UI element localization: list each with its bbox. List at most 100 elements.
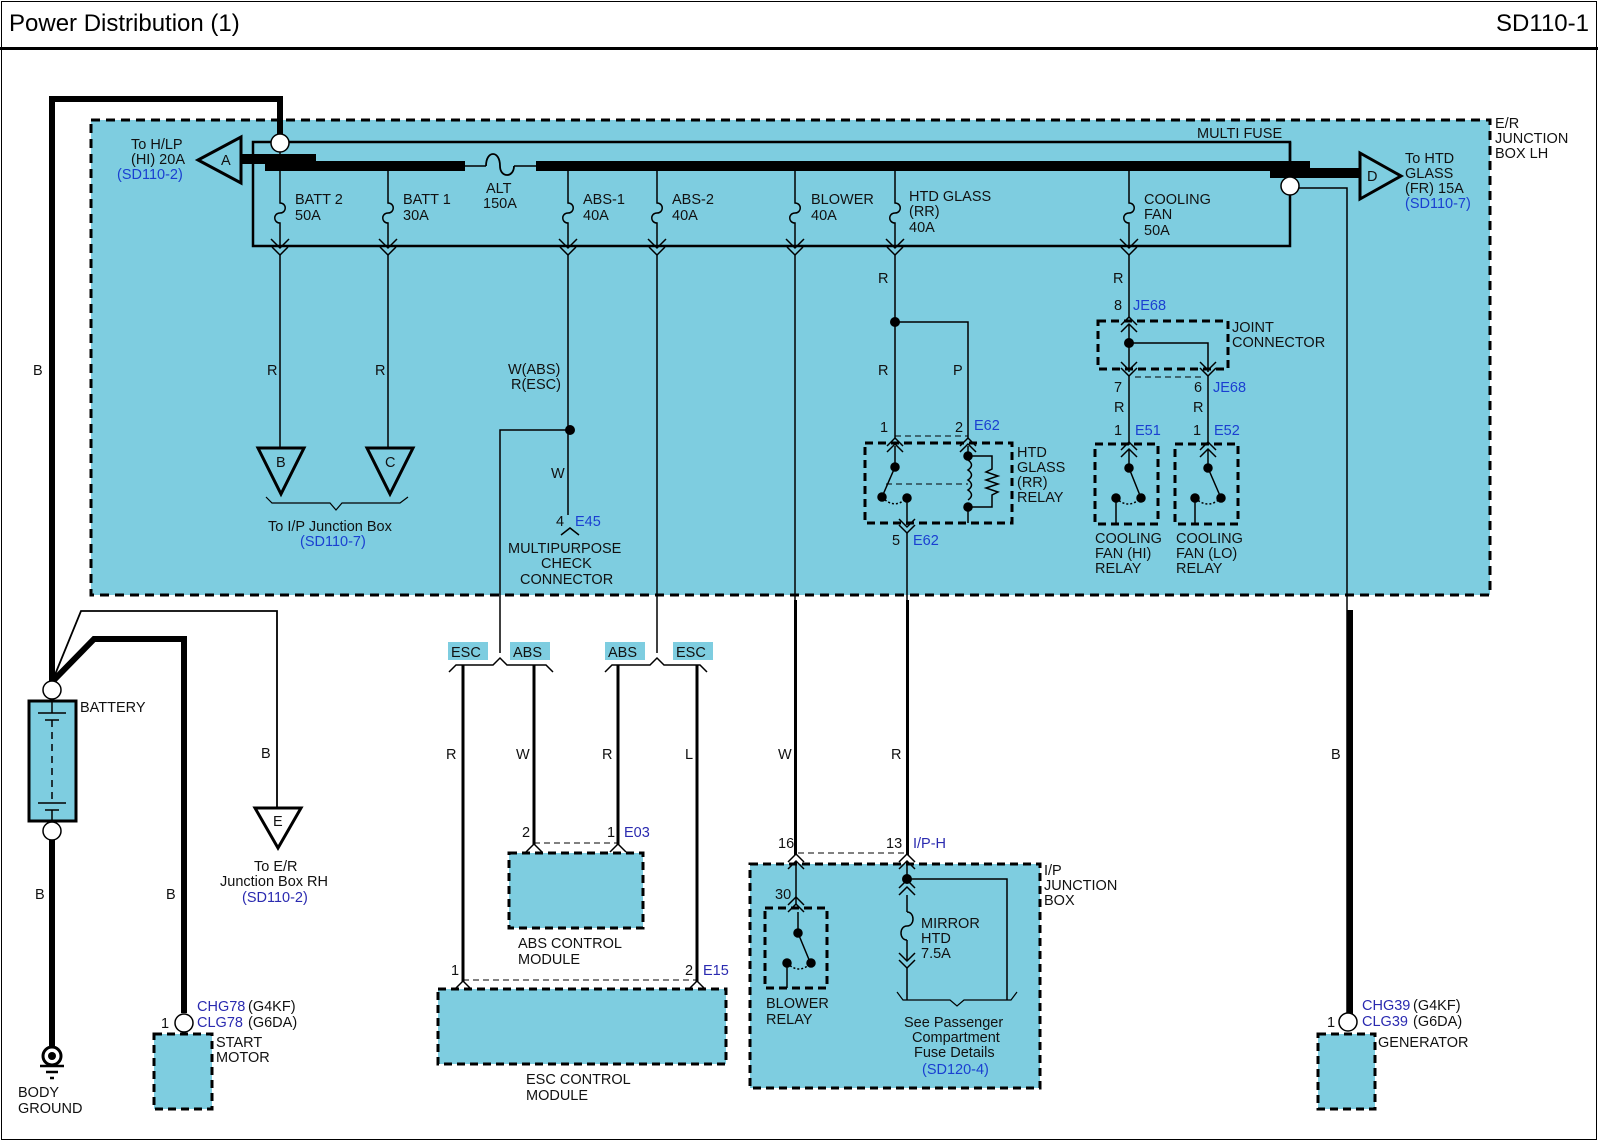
- fuse-batt2-name: BATT 2: [295, 192, 343, 208]
- body-ground-icon: [40, 1045, 64, 1080]
- htd-pin2: 2: [955, 420, 963, 436]
- wire-color-cooling-feed: R: [1113, 271, 1123, 287]
- generator-terminal: [1338, 1012, 1358, 1032]
- ip-pin13: 13: [886, 836, 902, 852]
- connector-a-letter: A: [221, 153, 231, 169]
- blower-relay-line-2: RELAY: [766, 1012, 813, 1028]
- connector-e-line-1: To E/R: [254, 859, 298, 875]
- cooling-lo-line-2: FAN (LO): [1176, 546, 1237, 562]
- blower-relay-switch-icon: [782, 912, 816, 988]
- wire-color-starter: B: [166, 887, 176, 903]
- ip-connector: I/P-H: [913, 836, 946, 852]
- abs-module-line-1: ABS CONTROL: [518, 936, 622, 952]
- connector-e-icon: [252, 806, 304, 852]
- wire-color-er-rh: B: [261, 746, 271, 762]
- fuse-cooling-fan: [1119, 171, 1139, 250]
- fuse-batt2: [270, 171, 290, 250]
- cooling-lo-relay-switch-icon: [1190, 449, 1226, 524]
- ip-junction-box: [748, 862, 1042, 1090]
- wire-color-battery-ground: B: [35, 887, 45, 903]
- bus-bar-right: [536, 161, 1310, 171]
- ip-note-ref-link[interactable]: (SD120-4): [922, 1062, 989, 1078]
- connector-d-line-3: (FR) 15A: [1405, 181, 1464, 197]
- connector-d-ref-link[interactable]: (SD110-7): [1405, 196, 1471, 212]
- wire-color-blower: W: [778, 747, 792, 763]
- battery-cell-icon: [38, 701, 66, 821]
- fuse-batt1-name: BATT 1: [403, 192, 451, 208]
- connector-b-icon: [255, 446, 307, 498]
- multipurpose-pin: 4: [556, 514, 564, 530]
- connector-a-line-2: (HI) 20A: [131, 152, 185, 168]
- alt-fuse-name: ALT: [486, 181, 512, 197]
- mirror-fuse-line-1: MIRROR: [921, 916, 980, 932]
- cooling-lo-connector: E52: [1214, 423, 1240, 439]
- wire-starter: [49, 636, 187, 1013]
- ip-box-line-2: JUNCTION: [1044, 878, 1117, 894]
- cooling-hi-relay-box: [1093, 442, 1160, 526]
- split-tag-esc-right: ESC: [676, 645, 706, 661]
- battery-positive-terminal: [42, 680, 62, 700]
- er-junction-box-label-3: BOX LH: [1495, 146, 1548, 162]
- wire-color-generator: B: [1331, 747, 1341, 763]
- generator-box: [1316, 1032, 1377, 1111]
- split-tag-esc-left: ESC: [451, 645, 481, 661]
- er-junction-box-label-1: E/R: [1495, 116, 1519, 132]
- abs-module-connector: E03: [624, 825, 650, 841]
- fuse-abs2-rating: 40A: [672, 208, 698, 224]
- fuse-abs2: [647, 171, 667, 250]
- wire-color-ip-13: R: [891, 747, 901, 763]
- htd-wire-r: R: [878, 363, 888, 379]
- bc-caption-ref-link[interactable]: (SD110-7): [300, 534, 366, 550]
- connector-c-icon: [364, 446, 416, 498]
- htd-relay-switch-icon: [877, 446, 968, 525]
- fuse-batt2-rating: 50A: [295, 208, 321, 224]
- fuse-batt1-rating: 30A: [403, 208, 429, 224]
- fuse-abs2-name: ABS-2: [672, 192, 714, 208]
- bus-bar-a: [210, 154, 316, 164]
- fuse-cooling-name-1: COOLING: [1144, 192, 1211, 208]
- connector-e-ref-link[interactable]: (SD110-2): [242, 890, 308, 906]
- body-ground-line-2: GROUND: [18, 1101, 82, 1117]
- cooling-lo-line-1: COOLING: [1176, 531, 1243, 547]
- fuse-abs1-rating: 40A: [583, 208, 609, 224]
- abs-wire-color-2: R(ESC): [511, 377, 561, 393]
- htd-pin1: 1: [880, 420, 888, 436]
- ip-note-line-2: Compartment: [912, 1030, 1000, 1046]
- htd-connector-top: E62: [974, 418, 1000, 434]
- wire-color-cooling-hi: R: [1114, 400, 1124, 416]
- multipurpose-line-1: MULTIPURPOSE: [508, 541, 622, 557]
- ip-box-line-1: I/P: [1044, 863, 1062, 879]
- fuse-htd-name-1: HTD GLASS: [909, 189, 991, 205]
- wire-color-abs-2: W: [516, 747, 530, 763]
- wire-color-battery-main: B: [33, 363, 43, 379]
- ip-box-line-3: BOX: [1044, 893, 1075, 909]
- htd-relay-line-3: (RR): [1017, 475, 1048, 491]
- eyelet-terminal-generator: [1280, 176, 1300, 196]
- split-tag-abs-right: ABS: [608, 645, 637, 661]
- cooling-hi-line-2: FAN (HI): [1095, 546, 1151, 562]
- blower-relay-box: [763, 906, 829, 990]
- cooling-hi-relay-switch-icon: [1111, 449, 1146, 524]
- blower-relay-pin: 30: [775, 887, 791, 903]
- fuse-cooling-rating: 50A: [1144, 223, 1170, 239]
- mirror-fuse-line-2: HTD: [921, 931, 951, 947]
- blower-relay-line-1: BLOWER: [766, 996, 829, 1012]
- battery-label: BATTERY: [80, 700, 146, 716]
- generator-conn1: CHG39: [1362, 998, 1410, 1014]
- connector-a-ref-link[interactable]: (SD110-2): [117, 167, 183, 183]
- generator-eng1: (G4KF): [1413, 998, 1461, 1014]
- htd-relay-line-1: HTD: [1017, 445, 1047, 461]
- start-motor-eng2: (G6DA): [248, 1015, 297, 1031]
- start-motor-line-2: MOTOR: [216, 1050, 270, 1066]
- esc-module-pin2: 2: [685, 963, 693, 979]
- joint-connector-line-1: JOINT: [1232, 320, 1274, 336]
- cooling-hi-connector: E51: [1135, 423, 1161, 439]
- page-id: SD110-1: [1496, 10, 1589, 37]
- connector-a-icon: [194, 134, 243, 186]
- multipurpose-line-2: CHECK: [541, 556, 592, 572]
- joint-pin7: 7: [1114, 380, 1122, 396]
- bc-caption: To I/P Junction Box: [268, 519, 393, 535]
- bracket: [265, 496, 409, 511]
- start-motor-line-1: START: [216, 1035, 262, 1051]
